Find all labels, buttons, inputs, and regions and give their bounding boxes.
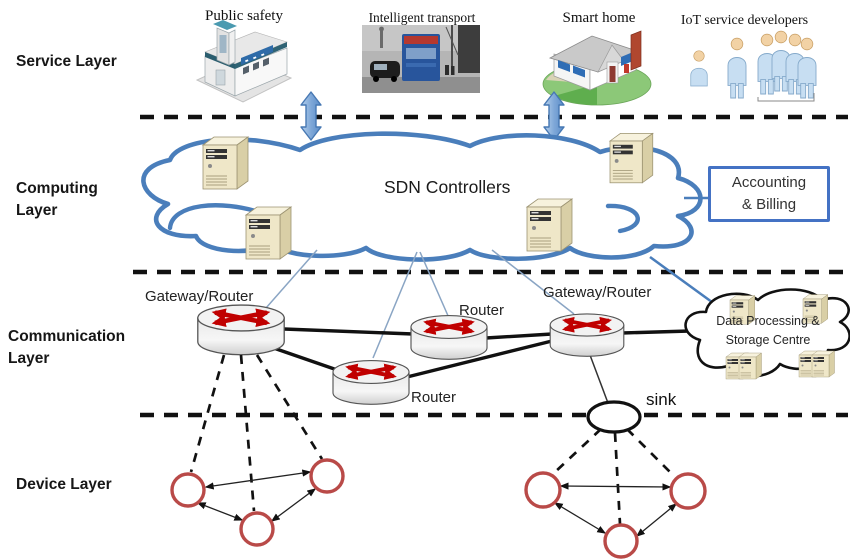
storage-cloud-line2: Storage Centre xyxy=(725,332,811,347)
storage-cloud-line1: Data Processing & xyxy=(716,314,820,328)
server-tower-icon xyxy=(609,132,654,184)
people-group-icon xyxy=(690,30,817,102)
storage-server-icon xyxy=(811,350,835,378)
red-circle-node-icon xyxy=(603,523,639,559)
device-layer-label: Device Layer xyxy=(16,476,112,493)
red-circle-node-icon xyxy=(239,511,275,547)
public-safety-label: Public safety xyxy=(205,8,283,24)
sink-label: sink xyxy=(646,390,677,409)
storage-cloud-label: Data Processing & Storage Centre xyxy=(698,312,838,350)
control-links xyxy=(265,249,575,359)
computing-layer-label: Computing Layer xyxy=(16,180,98,220)
server-tower-icon xyxy=(245,206,292,260)
traffic-photo-icon xyxy=(362,25,480,93)
police-building-icon xyxy=(195,20,293,103)
house-icon xyxy=(542,30,652,106)
router-bottom-label: Router xyxy=(411,389,457,406)
accounting-line2: & Billing xyxy=(741,196,797,213)
gateway-to-sink-link xyxy=(589,354,609,404)
communication-layer-label: Communication Layer xyxy=(8,328,126,368)
service-computing-arrow-icons xyxy=(300,91,565,141)
smart-home-label: Smart home xyxy=(562,10,636,26)
router-top-icon xyxy=(411,316,487,360)
wireless-links-right xyxy=(553,428,675,525)
gateway-router-left-icon xyxy=(198,305,284,355)
sdn-controllers-label: SDN Controllers xyxy=(384,177,511,197)
red-circle-node-icon xyxy=(170,472,206,508)
blue-double-arrow-icon xyxy=(300,91,322,141)
gateway-router-right-icon xyxy=(550,314,624,356)
red-circle-node-icon xyxy=(309,458,345,494)
sdn-cloud-curl xyxy=(605,203,640,234)
server-tower-icon xyxy=(202,136,249,190)
iot-developers-label: IoT service developers xyxy=(680,13,809,28)
server-tower-icon xyxy=(526,198,573,252)
sdn-cloud-curl xyxy=(167,203,265,231)
sink-icon xyxy=(586,400,642,434)
router-bottom-icon xyxy=(333,361,409,405)
cloud-to-storage-link xyxy=(649,255,717,307)
red-circle-node-icon xyxy=(524,471,562,509)
storage-server-icon xyxy=(738,352,762,380)
service-layer-label: Service Layer xyxy=(16,53,117,70)
gateway-router-left-label: Gateway/Router xyxy=(145,288,254,305)
red-circle-node-icon xyxy=(669,472,707,510)
node-links xyxy=(196,469,678,537)
accounting-line1: Accounting xyxy=(731,174,807,192)
wireless-links-left xyxy=(189,354,324,512)
layer-separators xyxy=(133,114,848,418)
intelligent-transport-label: Intelligent transport xyxy=(368,10,476,25)
sensor-nodes xyxy=(170,458,707,559)
router-top-label: Router xyxy=(459,302,505,319)
accounting-billing-box: Accounting & Billing xyxy=(708,166,830,222)
gateway-router-right-label: Gateway/Router xyxy=(543,284,652,301)
